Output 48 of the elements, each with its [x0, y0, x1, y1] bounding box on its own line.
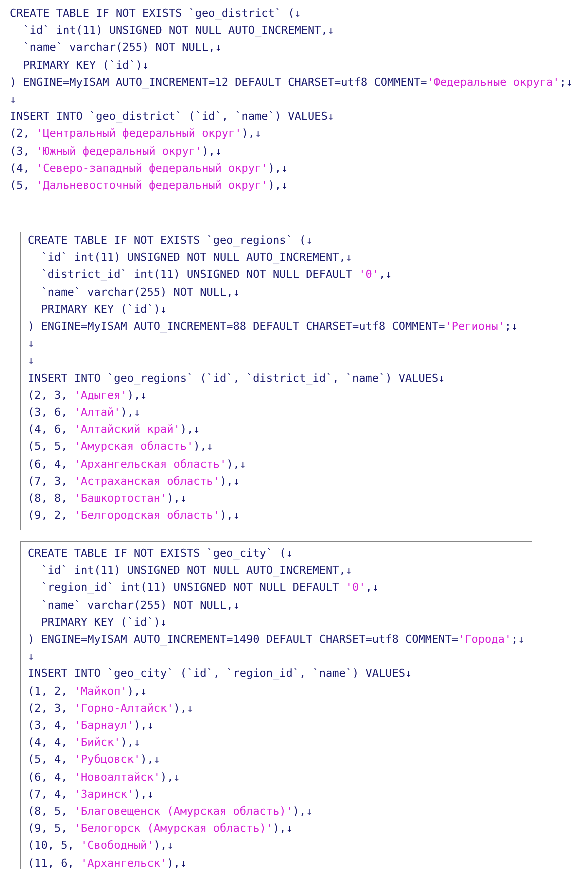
code-line: (2, 3, 'Адыгея'),↓	[28, 388, 148, 404]
code-line: (8, 8, 'Башкортостан'),↓	[28, 491, 187, 508]
code-line: ↓	[10, 92, 17, 108]
code-line: `id` int(11) UNSIGNED NOT NULL AUTO_INCREMENT,↓	[40, 250, 353, 266]
code-line: INSERT INTO `geo_district` (`id`, `name`) VALUES↓	[10, 109, 335, 126]
code-line: (1, 2, 'Майкоп'),↓	[28, 684, 148, 700]
code-line: INSERT INTO `geo_city` (`id`, `region_id`, `name`) VALUES↓	[28, 666, 412, 682]
code-line: CREATE TABLE IF NOT EXISTS `geo_regions` (↓	[28, 233, 313, 249]
code-line: ) ENGINE=MyISAM AUTO_INCREMENT=12 DEFAULT CHARSET=utf8 COMMENT='Федеральные округа';↓	[10, 74, 573, 91]
code-line: PRIMARY KEY (`id`)↓	[22, 58, 150, 74]
code-line: `district_id` int(11) UNSIGNED NOT NULL DEFAULT '0',↓	[40, 267, 392, 284]
code-panel	[20, 541, 532, 869]
code-line: CREATE TABLE IF NOT EXISTS `geo_district` (↓	[10, 6, 302, 22]
code-line: (6, 4, 'Новоалтайск'),↓	[28, 770, 180, 786]
code-line: PRIMARY KEY (`id`)↓	[40, 614, 168, 631]
code-line: (3, 6, 'Алтай'),↓	[28, 405, 141, 422]
code-line: (5, 'Дальневосточный федеральный округ'),↓	[10, 178, 288, 194]
code-line: (7, 4, 'Заринск'),↓	[28, 786, 154, 803]
code-line: `id` int(11) UNSIGNED NOT NULL AUTO_INCREMENT,↓	[40, 563, 353, 580]
code-line: (2, 'Центральный федеральный округ'),↓	[10, 126, 262, 142]
code-line: (8, 5, 'Благовещенск (Амурская область)'),↓	[28, 804, 313, 820]
code-line: PRIMARY KEY (`id`)↓	[40, 302, 168, 318]
code-line: `region_id` int(11) UNSIGNED NOT NULL DEFAULT '0',↓	[40, 580, 380, 596]
code-line: (9, 5, 'Белогорск (Амурская область)'),↓	[28, 821, 293, 838]
code-line: ↓	[28, 649, 35, 666]
code-line: CREATE TABLE IF NOT EXISTS `geo_city` (↓	[28, 546, 293, 562]
code-line: (5, 5, 'Амурская область'),↓	[28, 439, 214, 456]
code-line: (11, 6, 'Архангельск'),↓	[28, 856, 187, 872]
code-line: (6, 4, 'Архангельская область'),↓	[28, 456, 247, 473]
code-line: (3, 'Южный федеральный округ'),↓	[10, 144, 222, 160]
code-line: ↓	[28, 336, 35, 352]
code-line: (3, 4, 'Барнаул'),↓	[28, 718, 154, 734]
code-line: `name` varchar(255) NOT NULL,↓	[40, 598, 240, 614]
code-line: (2, 3, 'Горно-Алтайск'),↓	[28, 700, 194, 717]
code-line: `name` varchar(255) NOT NULL,↓	[22, 40, 222, 56]
code-line: (4, 6, 'Алтайский край'),↓	[28, 422, 200, 438]
code-line: (4, 'Северо-западный федеральный округ'),↓	[10, 160, 288, 177]
code-line: (10, 5, 'Свободный'),↓	[28, 838, 174, 854]
code-line: `name` varchar(255) NOT NULL,↓	[40, 284, 240, 301]
code-line: (5, 4, 'Рубцовск'),↓	[28, 752, 160, 768]
code-line: INSERT INTO `geo_regions` (`id`, `district_id`, `name`) VALUES↓	[28, 370, 446, 387]
code-line: (7, 3, 'Астраханская область'),↓	[28, 474, 240, 490]
code-line: (4, 4, 'Бийск'),↓	[28, 735, 141, 752]
code-line: ) ENGINE=MyISAM AUTO_INCREMENT=88 DEFAULT CHARSET=utf8 COMMENT='Регионы';↓	[28, 319, 518, 336]
code-line: ) ENGINE=MyISAM AUTO_INCREMENT=1490 DEFAULT CHARSET=utf8 COMMENT='Города';↓	[28, 632, 525, 648]
code-line: `id` int(11) UNSIGNED NOT NULL AUTO_INCREMENT,↓	[22, 23, 335, 40]
code-line: ↓	[28, 353, 35, 370]
code-line: (9, 2, 'Белгородская область'),↓	[28, 508, 240, 524]
